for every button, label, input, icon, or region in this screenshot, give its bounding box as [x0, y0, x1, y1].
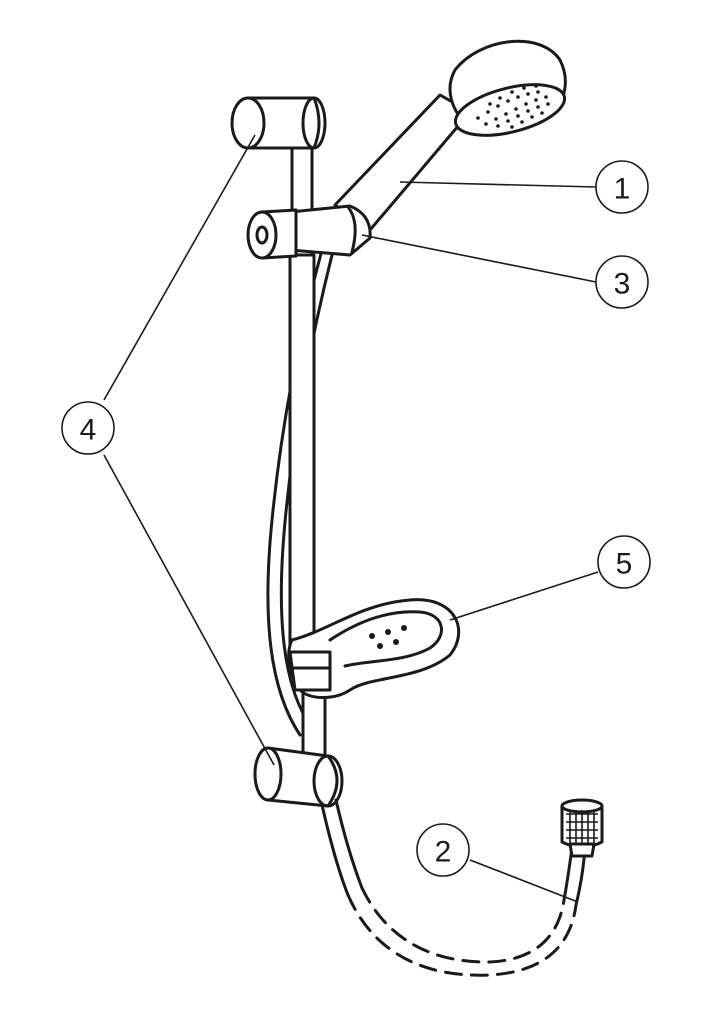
callout-5: 5 [597, 535, 651, 589]
callout-1-label: 1 [614, 173, 631, 206]
soap-dish [287, 598, 461, 699]
callout-4: 4 [61, 401, 115, 455]
callout-3: 3 [595, 255, 649, 309]
bottom-wall-bracket [253, 746, 344, 808]
leader-lines [103, 134, 599, 903]
slider [246, 204, 372, 260]
callout-3-label: 3 [614, 268, 631, 301]
top-wall-bracket [230, 96, 327, 150]
callout-2-label: 2 [435, 836, 452, 869]
drain-holes [369, 625, 407, 649]
callout-5-label: 5 [616, 548, 633, 581]
hand-shower [333, 39, 567, 232]
callout-2: 2 [416, 823, 470, 877]
hose-connector-nut [560, 798, 604, 858]
spray-holes [476, 84, 550, 129]
slide-rail [288, 138, 327, 762]
callout-4-label: 4 [80, 414, 97, 447]
callout-1: 1 [595, 160, 649, 214]
